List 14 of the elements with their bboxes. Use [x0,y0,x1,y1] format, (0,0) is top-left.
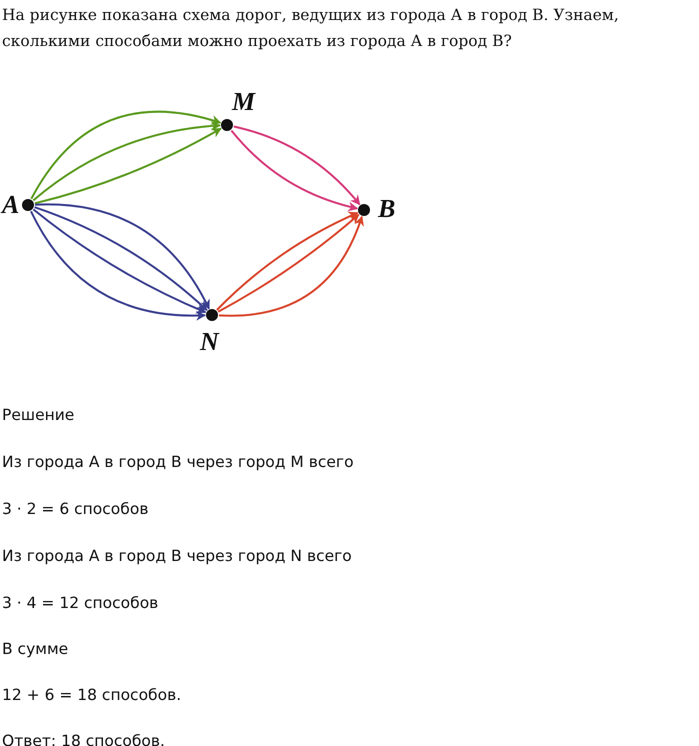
city-label: A [2,192,20,218]
solution-line: Ответ: 18 способов. [2,731,165,746]
solution-line: 3 · 2 = 6 способов [2,499,148,520]
solution-line: 3 · 4 = 12 способов [2,593,158,614]
city-label: N [200,329,219,355]
road-arrow [30,110,222,200]
problem-text: На рисунке показана схема дорог, ведущих из города А в город В. Узнаем, сколькими способами можно проехать из города А в город В? [2,5,620,52]
solution-line: 12 + 6 = 18 способов. [2,685,182,706]
solution-line: Из города А в город В через город N всего [2,546,352,567]
solution-line: Из города А в город В через город М всего [2,452,354,473]
city-label: B [378,196,396,222]
solution-line: Решение [2,405,74,426]
solution-line: В сумме [2,639,68,660]
city-label: M [232,89,256,115]
